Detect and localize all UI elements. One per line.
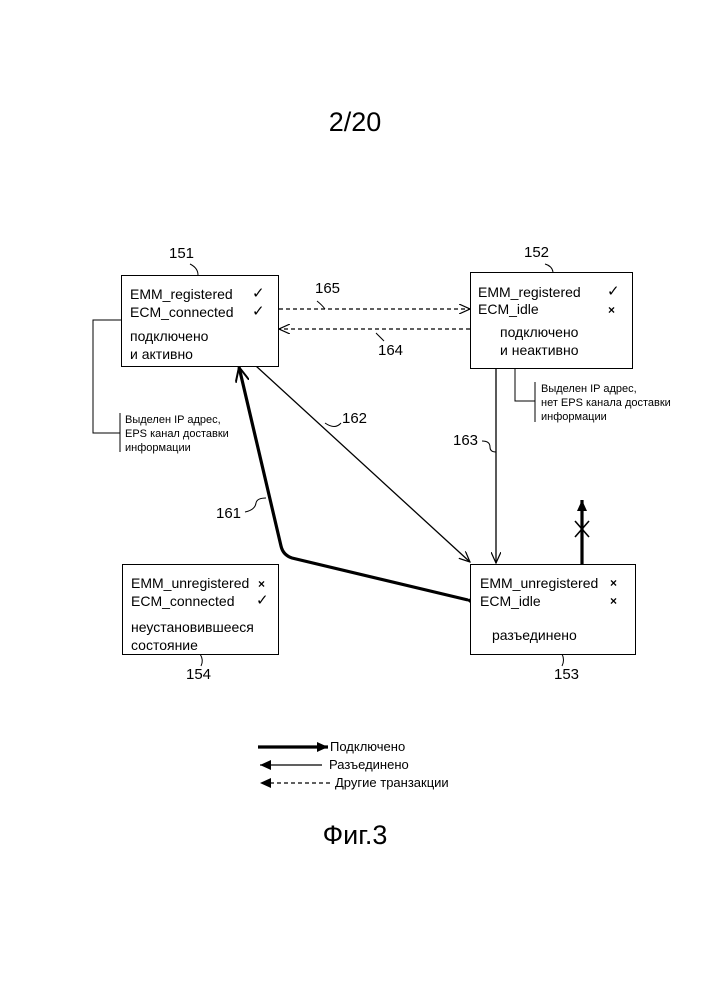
check-icon: ✓: [252, 285, 265, 302]
leader-165: [317, 301, 325, 309]
box-151-state-1: подключено: [130, 328, 208, 345]
ref-153: 153: [554, 666, 579, 683]
state-box-153: EMM_unregistered × ECM_idle × разъединен…: [470, 564, 636, 655]
note-152-bracket: [515, 369, 535, 401]
box-153-line-1: EMM_unregistered: [480, 575, 598, 592]
box-152-state-1: подключено: [500, 324, 578, 341]
ref-162: 162: [342, 410, 367, 427]
ref-165: 165: [315, 280, 340, 297]
box-152-state-2: и неактивно: [500, 342, 578, 359]
note-151-line-3: информации: [125, 441, 229, 455]
legend-other-label: Другие транзакции: [335, 775, 449, 790]
leader-163: [482, 441, 496, 452]
box-152-line-2: ECM_idle: [478, 301, 539, 318]
note-151-bracket: [93, 320, 121, 433]
leader-153: [562, 654, 564, 666]
leader-164: [376, 333, 384, 341]
leader-161: [245, 498, 266, 512]
note-152-line-3: информации: [541, 410, 671, 424]
note-151-line-2: EPS канал доставки: [125, 427, 229, 441]
ref-152: 152: [524, 244, 549, 261]
ref-154: 154: [186, 666, 211, 683]
legend-connected-label: Подключено: [330, 739, 405, 754]
cross-icon: ×: [608, 302, 615, 319]
box-153-line-2: ECM_idle: [480, 593, 541, 610]
note-152-line-2: нет EPS канала доставки: [541, 396, 671, 410]
box-151-line-1: EMM_registered: [130, 286, 233, 303]
box-154-line-1: EMM_unregistered: [131, 575, 249, 592]
box-154-line-2: ECM_connected: [131, 593, 235, 610]
ref-151: 151: [169, 245, 194, 262]
leader-152: [545, 264, 553, 272]
state-box-152: EMM_registered ✓ ECM_idle × подключено и…: [470, 272, 633, 369]
state-box-151: EMM_registered ✓ ECM_connected ✓ подключ…: [121, 275, 279, 367]
ref-164: 164: [378, 342, 403, 359]
leader-151: [190, 264, 198, 275]
leader-162: [325, 423, 341, 427]
note-151: Выделен IP адрес, EPS канал доставки инф…: [125, 413, 229, 455]
check-icon: ✓: [607, 283, 620, 300]
state-box-154: EMM_unregistered × ECM_connected ✓ неуст…: [122, 564, 279, 655]
box-154-state-2: состояние: [131, 637, 198, 654]
cross-icon: ×: [258, 576, 265, 593]
check-icon: ✓: [256, 592, 269, 609]
box-151-state-2: и активно: [130, 346, 193, 363]
transition-162-arrow: [256, 366, 470, 562]
legend-disconnected-label: Разъединено: [329, 757, 409, 772]
leader-154: [200, 654, 202, 666]
box-153-state-1: разъединено: [492, 627, 577, 644]
note-152-line-1: Выделен IP адрес,: [541, 382, 671, 396]
note-151-line-1: Выделен IP адрес,: [125, 413, 229, 427]
ref-161: 161: [216, 505, 241, 522]
box-152-line-1: EMM_registered: [478, 284, 581, 301]
cross-icon: ×: [610, 575, 617, 592]
box-151-line-2: ECM_connected: [130, 304, 234, 321]
check-icon: ✓: [252, 303, 265, 320]
box-154-state-1: неустановившееся: [131, 619, 254, 636]
cross-icon: ×: [610, 593, 617, 610]
note-152: Выделен IP адрес, нет EPS канала доставк…: [541, 382, 671, 424]
ref-163: 163: [453, 432, 478, 449]
